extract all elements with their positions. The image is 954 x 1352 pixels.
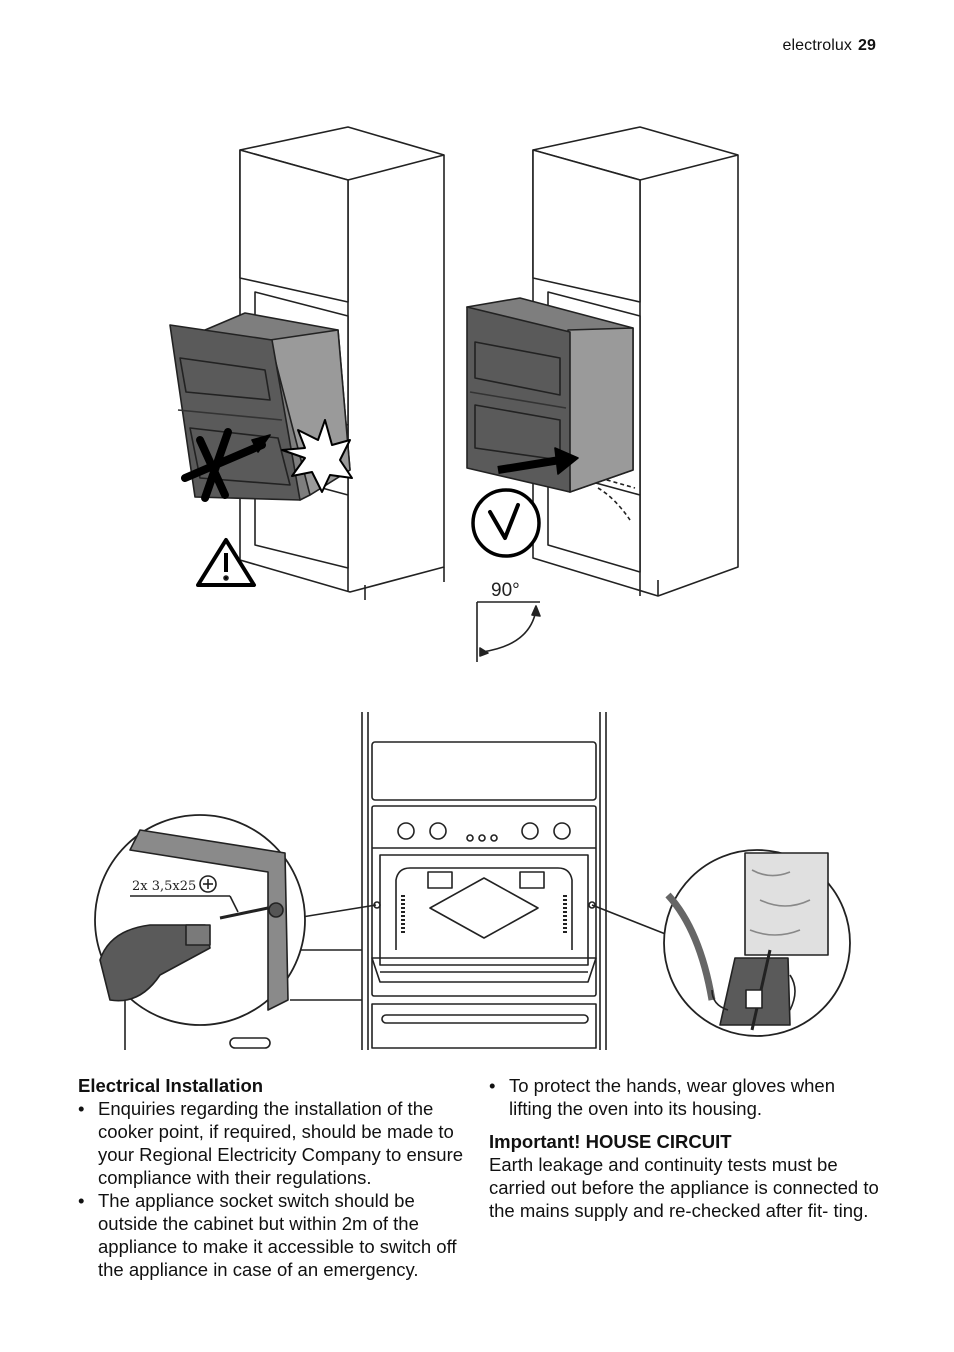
section-heading-house-circuit: Important! HOUSE CIRCUIT bbox=[489, 1131, 732, 1152]
check-mark-icon bbox=[471, 488, 541, 558]
bullet-item: The appliance socket switch should be ou… bbox=[78, 1189, 470, 1281]
brand-name: electrolux bbox=[782, 37, 852, 54]
angle-label: 90° bbox=[491, 580, 520, 601]
installation-illustration: 90° 2x 3,5x25 bbox=[94, 126, 851, 1050]
oven-tilted bbox=[169, 312, 351, 501]
screw-label: 2x 3,5x25 bbox=[132, 879, 196, 894]
right-column: To protect the hands, wear gloves when l… bbox=[489, 1074, 881, 1222]
left-column: Electrical Installation Enquiries regard… bbox=[78, 1074, 470, 1281]
warning-icon bbox=[196, 538, 256, 587]
oven-straight bbox=[466, 297, 634, 493]
page-number: 29 bbox=[858, 37, 876, 54]
page-header: electrolux 29 bbox=[783, 37, 876, 55]
cross-mark-icon bbox=[181, 428, 266, 502]
section-heading-electrical: Electrical Installation bbox=[78, 1075, 264, 1096]
bullet-list-right: To protect the hands, wear gloves when l… bbox=[489, 1074, 881, 1120]
oven-housing bbox=[124, 712, 607, 1050]
bullet-list-left: Enquiries regarding the installation of … bbox=[78, 1097, 470, 1281]
collision-star-icon bbox=[281, 419, 353, 493]
detail-screw bbox=[94, 814, 377, 1026]
bullet-item: Enquiries regarding the installation of … bbox=[78, 1097, 470, 1189]
house-circuit-paragraph: Earth leakage and continuity tests must … bbox=[489, 1154, 879, 1221]
angle-marker bbox=[476, 601, 541, 662]
push-arrow-icon bbox=[497, 447, 579, 475]
bullet-item: To protect the hands, wear gloves when l… bbox=[489, 1074, 881, 1120]
detail-bracket bbox=[591, 849, 851, 1037]
